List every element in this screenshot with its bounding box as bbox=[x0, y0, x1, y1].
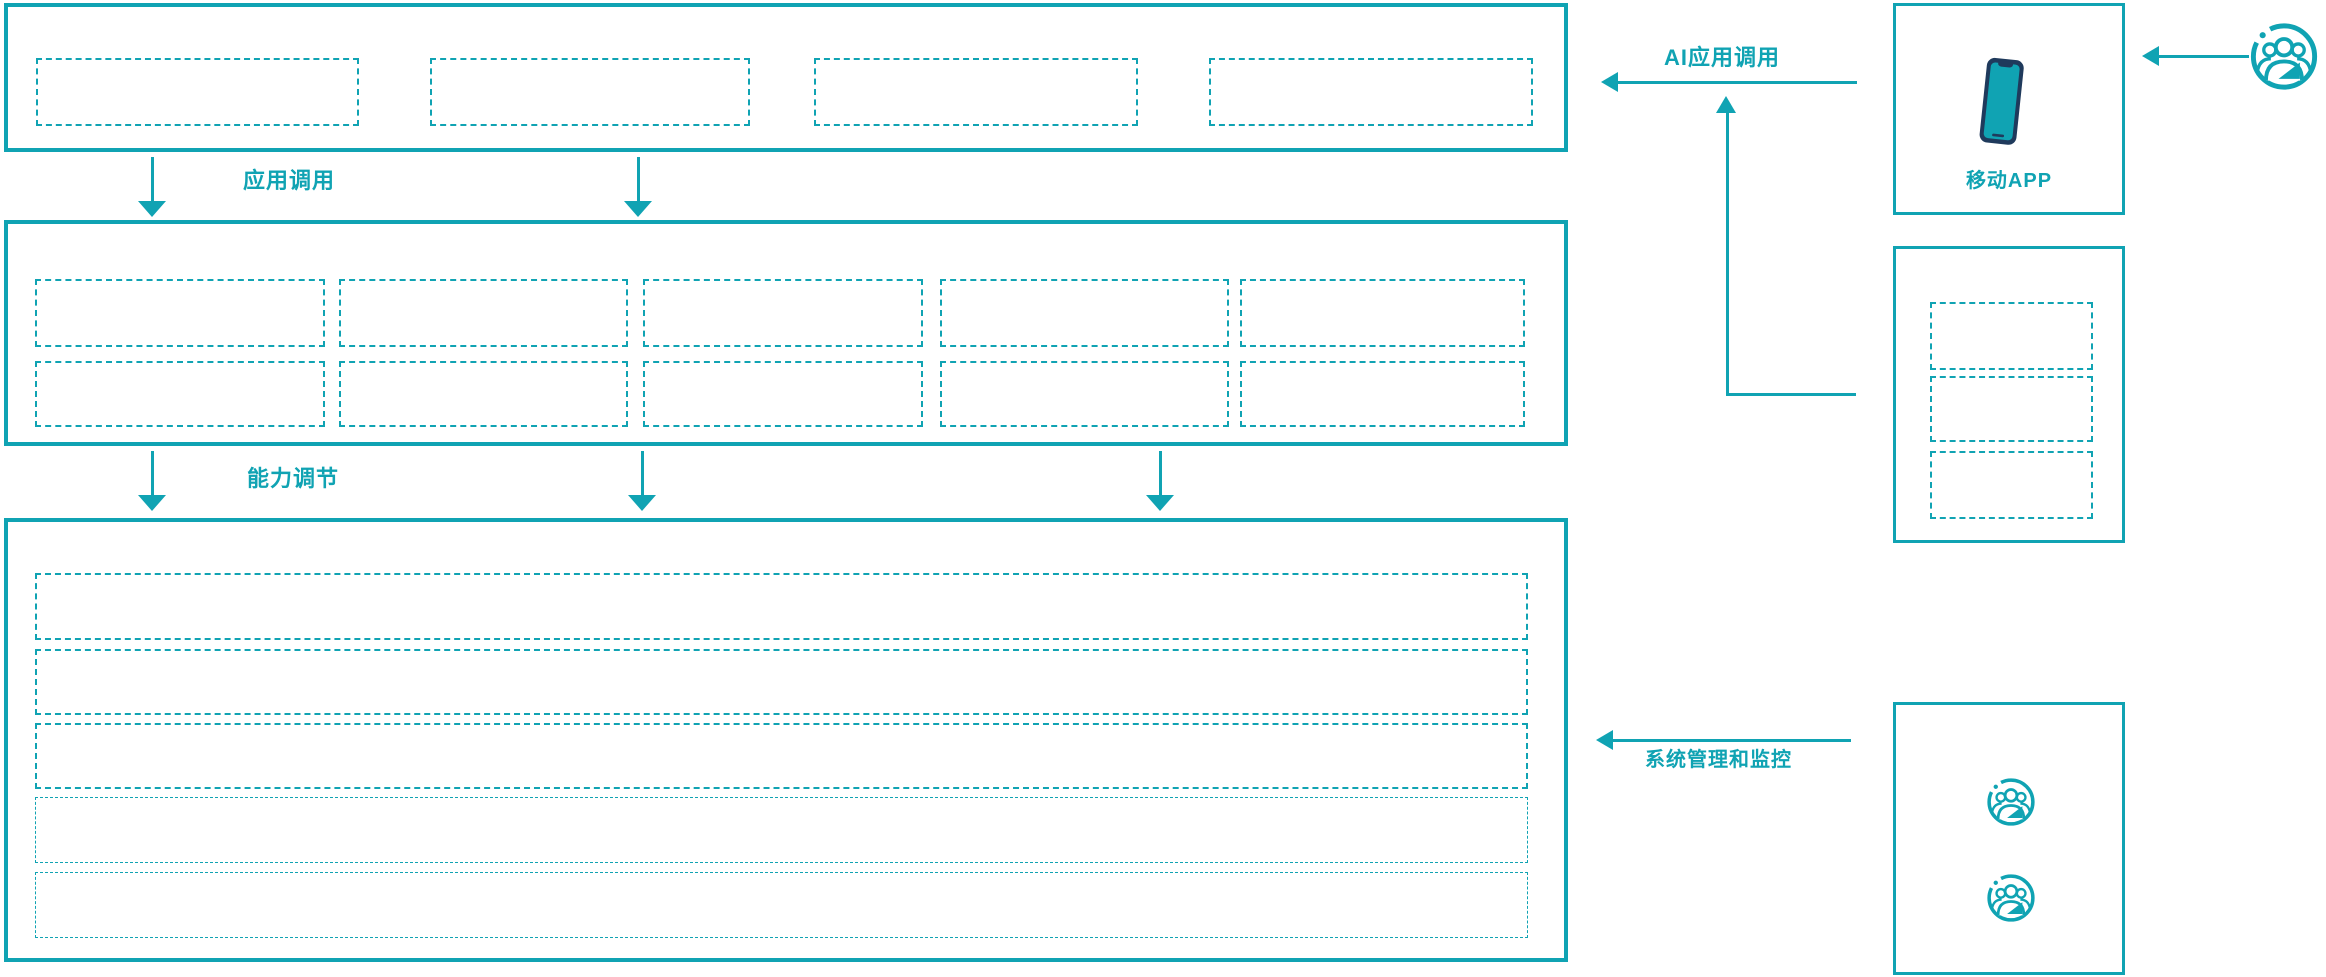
end-user-group-icon bbox=[2249, 21, 2319, 92]
capability-arrowhead-3 bbox=[1146, 495, 1174, 511]
capability-placeholder-r1c4 bbox=[940, 279, 1229, 347]
service-placeholder-3 bbox=[1930, 451, 2093, 519]
app-call-arrow-line-2 bbox=[637, 157, 640, 202]
capability-placeholder-r2c1 bbox=[35, 361, 325, 427]
capability-arrow-line-1 bbox=[151, 451, 154, 496]
application-placeholder-1 bbox=[36, 58, 359, 126]
capability-placeholder-r1c1 bbox=[35, 279, 325, 347]
capability-adjust-label: 能力调节 bbox=[247, 466, 340, 491]
capability-arrowhead-1 bbox=[138, 495, 166, 511]
capability-arrowhead-2 bbox=[628, 495, 656, 511]
capability-arrow-line-2 bbox=[641, 451, 644, 496]
capability-placeholder-r2c4 bbox=[940, 361, 1229, 427]
capability-placeholder-r1c3 bbox=[643, 279, 923, 347]
admin-user-group-icon-1 bbox=[1985, 777, 2037, 827]
capability-placeholder-r2c3 bbox=[643, 361, 923, 427]
ai-app-call-arrow-line bbox=[1618, 81, 1857, 84]
base-placeholder-row-1 bbox=[35, 573, 1528, 640]
application-placeholder-2 bbox=[430, 58, 750, 126]
service-connector-line bbox=[1726, 393, 1856, 396]
application-placeholder-4 bbox=[1209, 58, 1533, 126]
user-arrow-line bbox=[2159, 55, 2249, 58]
capability-arrow-line-3 bbox=[1159, 451, 1162, 496]
app-call-arrowhead-1 bbox=[138, 201, 166, 217]
capability-placeholder-r1c5 bbox=[1240, 279, 1525, 347]
system-monitor-label: 系统管理和监控 bbox=[1645, 749, 1792, 771]
mobile-phone-icon bbox=[1976, 55, 2029, 151]
ai-app-call-arrowhead bbox=[1601, 72, 1618, 92]
base-placeholder-row-3 bbox=[35, 723, 1528, 789]
app-call-arrow-line-1 bbox=[151, 157, 154, 202]
base-placeholder-row-5 bbox=[35, 872, 1528, 938]
service-up-arrow-line bbox=[1726, 112, 1729, 394]
admin-box bbox=[1893, 702, 2125, 975]
system-monitor-arrowhead bbox=[1596, 730, 1613, 750]
base-placeholder-row-2 bbox=[35, 649, 1528, 715]
user-arrowhead bbox=[2142, 46, 2159, 66]
service-up-arrowhead bbox=[1716, 96, 1736, 113]
app-call-arrowhead-2 bbox=[624, 201, 652, 217]
mobile-app-label: 移动APP bbox=[1965, 170, 2053, 192]
capability-placeholder-r2c5 bbox=[1240, 361, 1525, 427]
capability-placeholder-r1c2 bbox=[339, 279, 628, 347]
base-placeholder-row-4 bbox=[35, 797, 1528, 863]
app-call-label: 应用调用 bbox=[243, 168, 336, 193]
service-placeholder-2 bbox=[1930, 376, 2093, 442]
admin-user-group-icon-2 bbox=[1985, 873, 2037, 923]
system-monitor-arrow-line bbox=[1613, 739, 1851, 742]
ai-app-call-label: AI应用调用 bbox=[1664, 45, 1781, 70]
application-placeholder-3 bbox=[814, 58, 1138, 126]
service-placeholder-1 bbox=[1930, 302, 2093, 370]
capability-placeholder-r2c2 bbox=[339, 361, 628, 427]
